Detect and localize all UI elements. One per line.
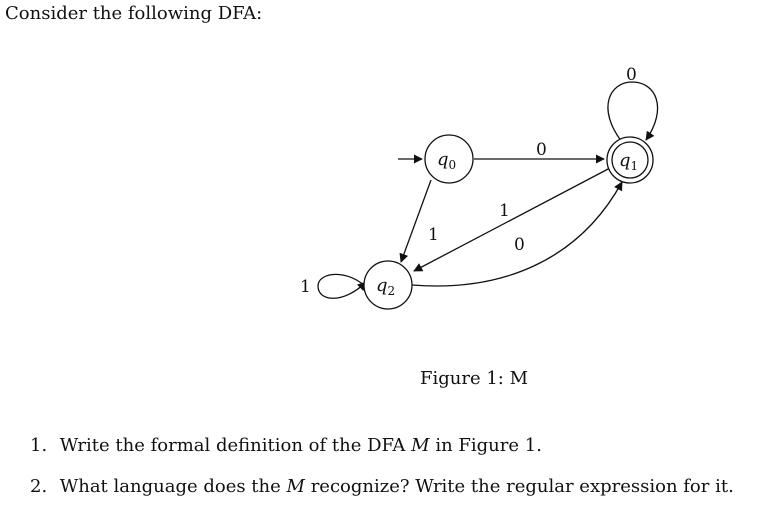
label-q1-q2: 1 xyxy=(499,201,510,221)
question-text: in Figure 1. xyxy=(435,435,542,456)
label-q2-q1: 0 xyxy=(514,235,525,255)
dfa-diagram: q0 q1 q2 0 0 1 1 0 1 xyxy=(300,65,659,310)
state-q1: q1 xyxy=(606,136,654,184)
edge-q2-q1 xyxy=(411,181,623,287)
figure-caption: Figure 1: M xyxy=(420,368,529,389)
edge-q0-q2 xyxy=(399,179,432,263)
loop-q2 xyxy=(317,273,369,299)
question-list: 1. Write the formal definition of the DF… xyxy=(30,434,734,516)
math-variable: M xyxy=(286,476,305,497)
svg-text:q0: q0 xyxy=(437,149,456,172)
svg-text:q2: q2 xyxy=(376,275,395,298)
label-q1-loop: 0 xyxy=(626,65,637,85)
label-q0-q2: 1 xyxy=(428,225,439,245)
question-number: 2. xyxy=(30,476,48,497)
question-number: 1. xyxy=(30,435,48,456)
question-item: 2. What language does the M recognize? W… xyxy=(30,475,734,499)
label-q2-loop: 1 xyxy=(300,277,311,297)
question-item: 1. Write the formal definition of the DF… xyxy=(30,434,734,458)
state-q0: q0 xyxy=(424,134,474,184)
question-text: What language does the xyxy=(59,476,281,497)
question-text: Write the formal definition of the DFA xyxy=(59,435,406,456)
label-q0-q1: 0 xyxy=(536,140,547,160)
math-variable: M xyxy=(411,435,430,456)
question-text: recognize? Write the regular expression … xyxy=(310,476,734,497)
intro-text: Consider the following DFA: xyxy=(5,3,263,24)
state-q2: q2 xyxy=(363,260,413,310)
svg-text:q1: q1 xyxy=(619,150,638,173)
edge-q1-q2 xyxy=(413,167,611,272)
loop-q1 xyxy=(607,81,659,143)
